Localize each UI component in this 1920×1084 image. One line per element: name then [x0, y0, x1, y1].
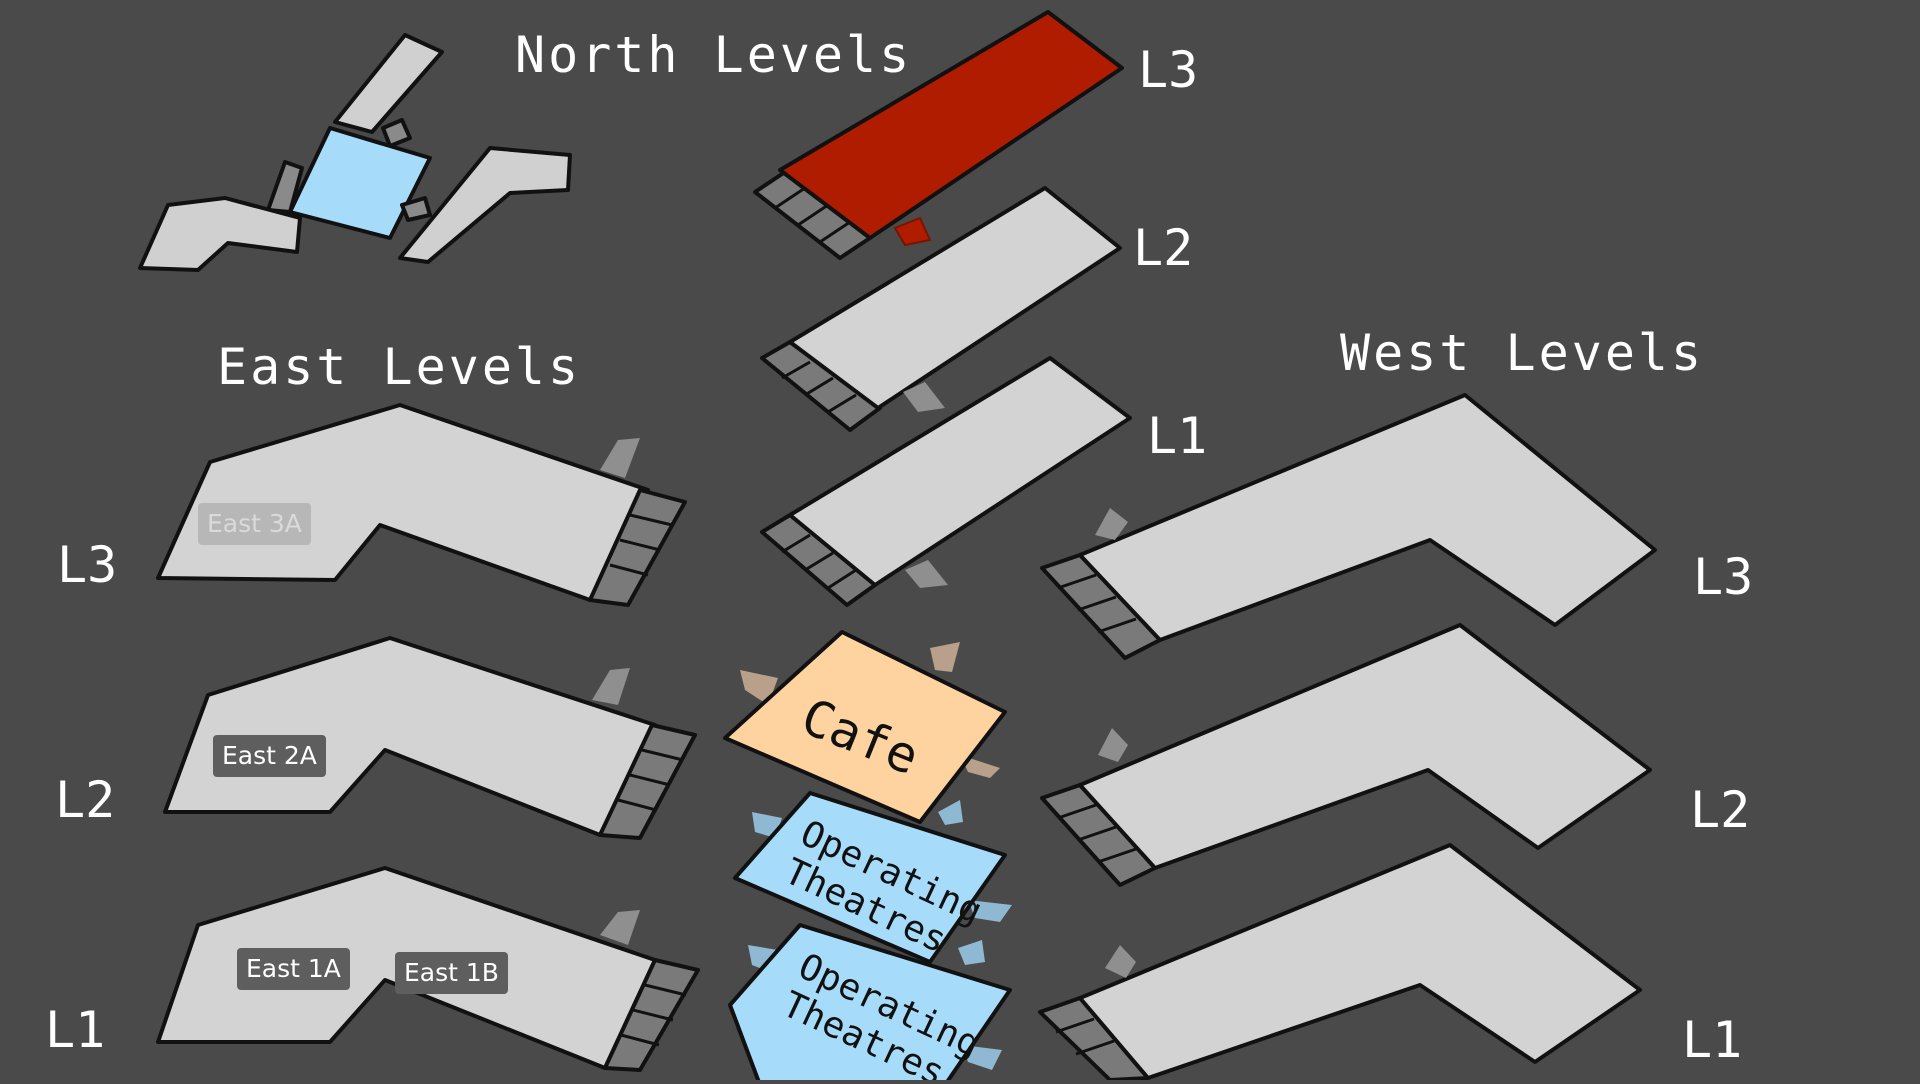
west-level-2-label[interactable]: L2 [1690, 781, 1751, 839]
west-level-1-label[interactable]: L1 [1682, 1011, 1743, 1069]
minimap-east-wing[interactable] [138, 196, 302, 272]
minimap-connector [381, 118, 412, 148]
west-level-2-floor[interactable] [1040, 623, 1652, 887]
east-levels-heading: East Levels [217, 338, 582, 396]
minimap-west-wing[interactable] [398, 146, 572, 264]
east-1b-tag[interactable]: East 1B [395, 952, 508, 994]
west-levels-heading: West Levels [1340, 324, 1705, 382]
east-3a-tag[interactable]: East 3A [198, 503, 311, 545]
north-level-2-floor[interactable] [760, 186, 1122, 432]
cafe-floor[interactable]: Cafe [723, 630, 1007, 824]
north-level-1-floor[interactable] [760, 356, 1132, 607]
east-level-3-label[interactable]: L3 [57, 536, 118, 594]
east-2a-tag[interactable]: East 2A [213, 735, 326, 777]
operating-theatres-lower[interactable]: Operating Theatres [728, 923, 1012, 1084]
minimap-right-link [400, 196, 432, 222]
east-level-2-label[interactable]: L2 [55, 771, 116, 829]
west-level-1-floor[interactable] [1038, 843, 1642, 1082]
minimap-north-wing[interactable] [333, 33, 444, 134]
east-1a-tag[interactable]: East 1A [237, 948, 350, 990]
operating-theatres-upper[interactable]: Operating Theatres [733, 791, 1012, 964]
north-level-3-label[interactable]: L3 [1138, 41, 1199, 99]
west-level-3-label[interactable]: L3 [1693, 548, 1754, 606]
north-level-3-floor[interactable] [753, 10, 1124, 260]
north-level-2-label[interactable]: L2 [1133, 219, 1194, 277]
north-levels-heading: North Levels [515, 26, 913, 84]
east-level-3-floor[interactable] [156, 403, 687, 607]
minimap-center-block[interactable] [288, 126, 432, 240]
east-level-1-label[interactable]: L1 [45, 1001, 106, 1059]
west-level-3-floor[interactable] [1040, 393, 1657, 660]
minimap[interactable] [138, 33, 572, 272]
north-level-1-label[interactable]: L1 [1147, 407, 1208, 465]
east-level-2-floor[interactable] [163, 636, 697, 840]
